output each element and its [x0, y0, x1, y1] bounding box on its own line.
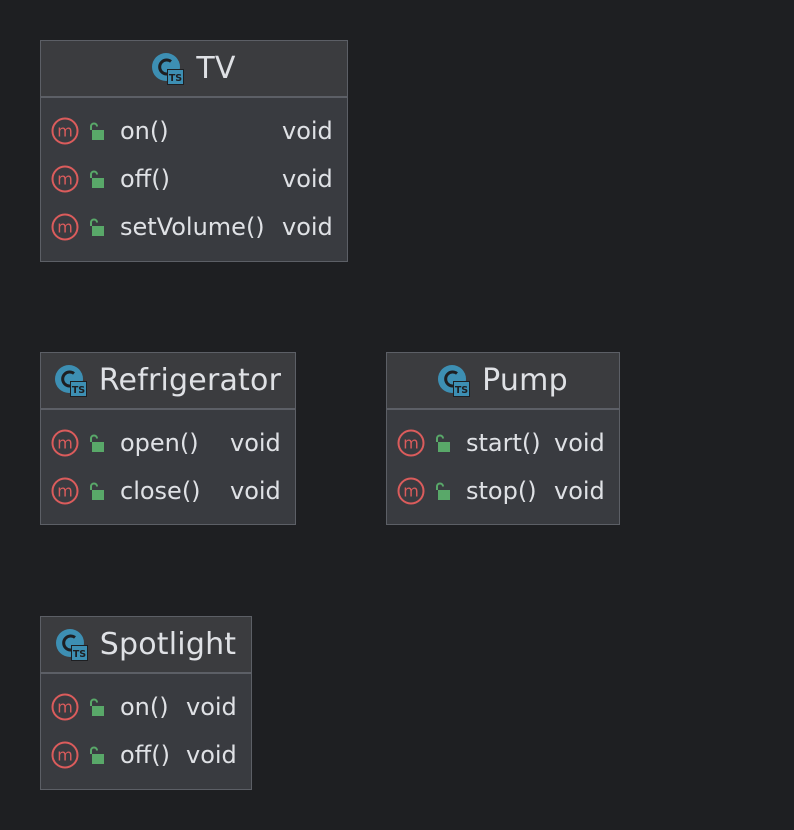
- class-members-tv: on() void off() void setVolume() void: [41, 98, 347, 251]
- method-row[interactable]: setVolume() void: [41, 203, 347, 251]
- class-members-refrigerator: open() void close() void: [41, 410, 295, 515]
- class-name: TV: [196, 51, 236, 86]
- class-members-pump: start() void stop() void: [387, 410, 619, 515]
- class-name: Spotlight: [99, 627, 237, 662]
- method-name: start(): [466, 429, 541, 457]
- class-box-pump[interactable]: Pump start() void stop() void: [386, 352, 620, 525]
- method-return-type: void: [230, 477, 281, 505]
- class-name: Refrigerator: [98, 363, 282, 398]
- public-lock-icon: [87, 121, 105, 141]
- method-return-type: void: [282, 165, 333, 193]
- method-name: open(): [120, 429, 199, 457]
- method-return-type: void: [230, 429, 281, 457]
- class-name: Pump: [482, 363, 568, 398]
- public-lock-icon: [433, 433, 451, 453]
- method-return-type: void: [186, 693, 237, 721]
- typescript-class-icon: [438, 365, 470, 397]
- method-icon: [397, 477, 425, 505]
- public-lock-icon: [87, 697, 105, 717]
- method-icon: [51, 429, 79, 457]
- method-row[interactable]: close() void: [41, 467, 295, 515]
- method-icon: [51, 213, 79, 241]
- public-lock-icon: [433, 481, 451, 501]
- method-icon: [51, 117, 79, 145]
- public-lock-icon: [87, 433, 105, 453]
- method-return-type: void: [554, 429, 605, 457]
- method-icon: [51, 693, 79, 721]
- class-box-refrigerator[interactable]: Refrigerator open() void close() void: [40, 352, 296, 525]
- method-name: close(): [120, 477, 201, 505]
- method-name: on(): [120, 117, 169, 145]
- method-row[interactable]: open() void: [41, 419, 295, 467]
- method-row[interactable]: off() void: [41, 731, 251, 779]
- method-return-type: void: [282, 213, 333, 241]
- class-members-spotlight: on() void off() void: [41, 674, 251, 779]
- method-name: on(): [120, 693, 169, 721]
- class-box-tv[interactable]: TV on() void off() void setVolume() void: [40, 40, 348, 262]
- class-header-refrigerator: Refrigerator: [41, 353, 295, 410]
- typescript-class-icon: [56, 629, 88, 661]
- class-box-spotlight[interactable]: Spotlight on() void off() void: [40, 616, 252, 790]
- method-icon: [51, 477, 79, 505]
- public-lock-icon: [87, 745, 105, 765]
- method-icon: [397, 429, 425, 457]
- public-lock-icon: [87, 481, 105, 501]
- typescript-class-icon: [152, 53, 184, 85]
- class-header-pump: Pump: [387, 353, 619, 410]
- typescript-class-icon: [55, 365, 87, 397]
- method-return-type: void: [554, 477, 605, 505]
- method-row[interactable]: on() void: [41, 107, 347, 155]
- method-name: off(): [120, 741, 170, 769]
- method-return-type: void: [186, 741, 237, 769]
- method-name: off(): [120, 165, 170, 193]
- method-row[interactable]: stop() void: [387, 467, 619, 515]
- method-name: stop(): [466, 477, 537, 505]
- public-lock-icon: [87, 217, 105, 237]
- method-row[interactable]: on() void: [41, 683, 251, 731]
- method-row[interactable]: off() void: [41, 155, 347, 203]
- class-header-spotlight: Spotlight: [41, 617, 251, 674]
- method-row[interactable]: start() void: [387, 419, 619, 467]
- class-header-tv: TV: [41, 41, 347, 98]
- method-name: setVolume(): [120, 213, 265, 241]
- method-icon: [51, 165, 79, 193]
- method-return-type: void: [282, 117, 333, 145]
- public-lock-icon: [87, 169, 105, 189]
- method-icon: [51, 741, 79, 769]
